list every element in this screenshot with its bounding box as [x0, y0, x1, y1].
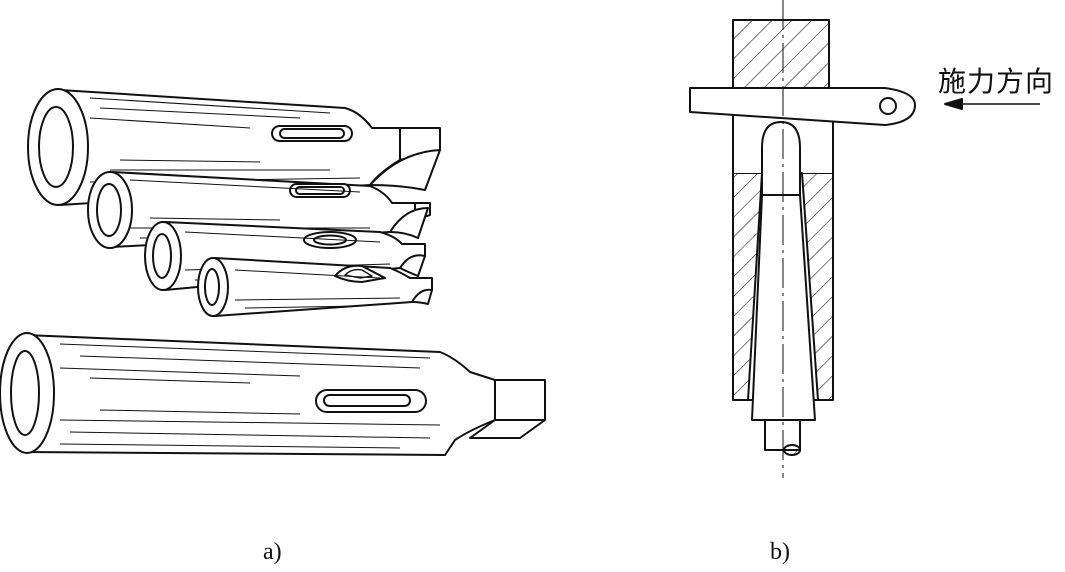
force-arrow — [944, 98, 1040, 110]
taper-sleeve-4 — [197, 257, 433, 317]
panel-b-drawing — [689, 0, 1040, 478]
taper-sleeve-2 — [87, 171, 431, 249]
drift-wedge — [689, 87, 916, 126]
caption-panel-a: a) — [263, 539, 282, 565]
caption-panel-b: b) — [770, 539, 790, 565]
force-direction-label: 施力方向 — [938, 65, 1055, 98]
taper-sleeve-long — [0, 332, 546, 456]
panel-a-drawing — [0, 88, 546, 456]
tang — [761, 121, 801, 196]
